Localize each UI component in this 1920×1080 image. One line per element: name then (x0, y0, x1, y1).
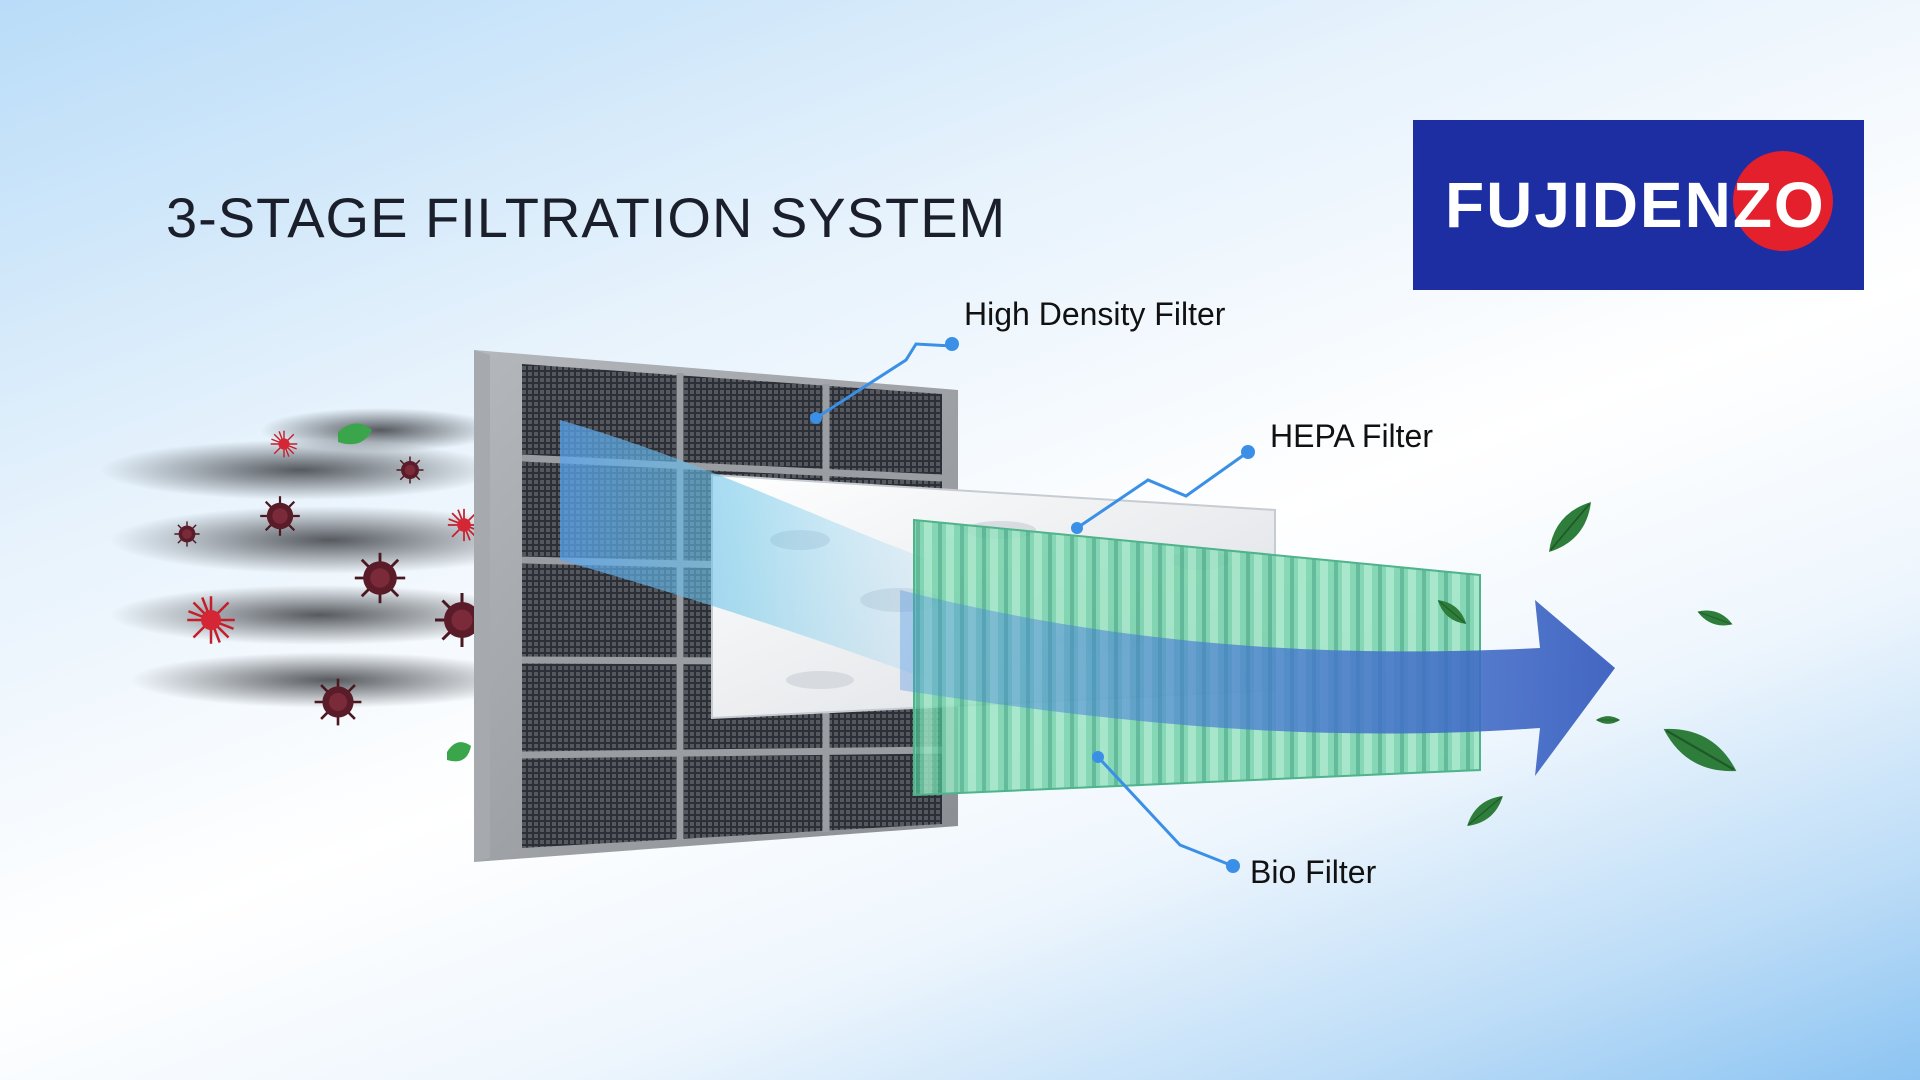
virus-icon (397, 457, 424, 484)
virus-icon (260, 496, 300, 536)
leaf-icon (1541, 495, 1599, 559)
callout-high-density-filter: High Density Filter (964, 296, 1225, 333)
leaf-icon (1462, 790, 1507, 831)
germ-icon (187, 596, 235, 644)
leaf-icon (447, 742, 471, 761)
germ-icon (271, 431, 298, 458)
logo-text: FUJIDENZO (1445, 164, 1845, 246)
virus-icon (315, 679, 362, 726)
callout-hepa-filter: HEPA Filter (1270, 418, 1433, 455)
leaf-icon (1596, 716, 1620, 724)
virus-icon (174, 521, 199, 546)
leaf-icon (1695, 606, 1734, 630)
virus-icon (355, 553, 405, 603)
callout-bio-filter: Bio Filter (1250, 854, 1376, 891)
brand-logo: FUJIDENZO (1413, 120, 1864, 290)
page-title: 3-STAGE FILTRATION SYSTEM (166, 185, 1006, 250)
leaf-icon (1657, 717, 1743, 782)
